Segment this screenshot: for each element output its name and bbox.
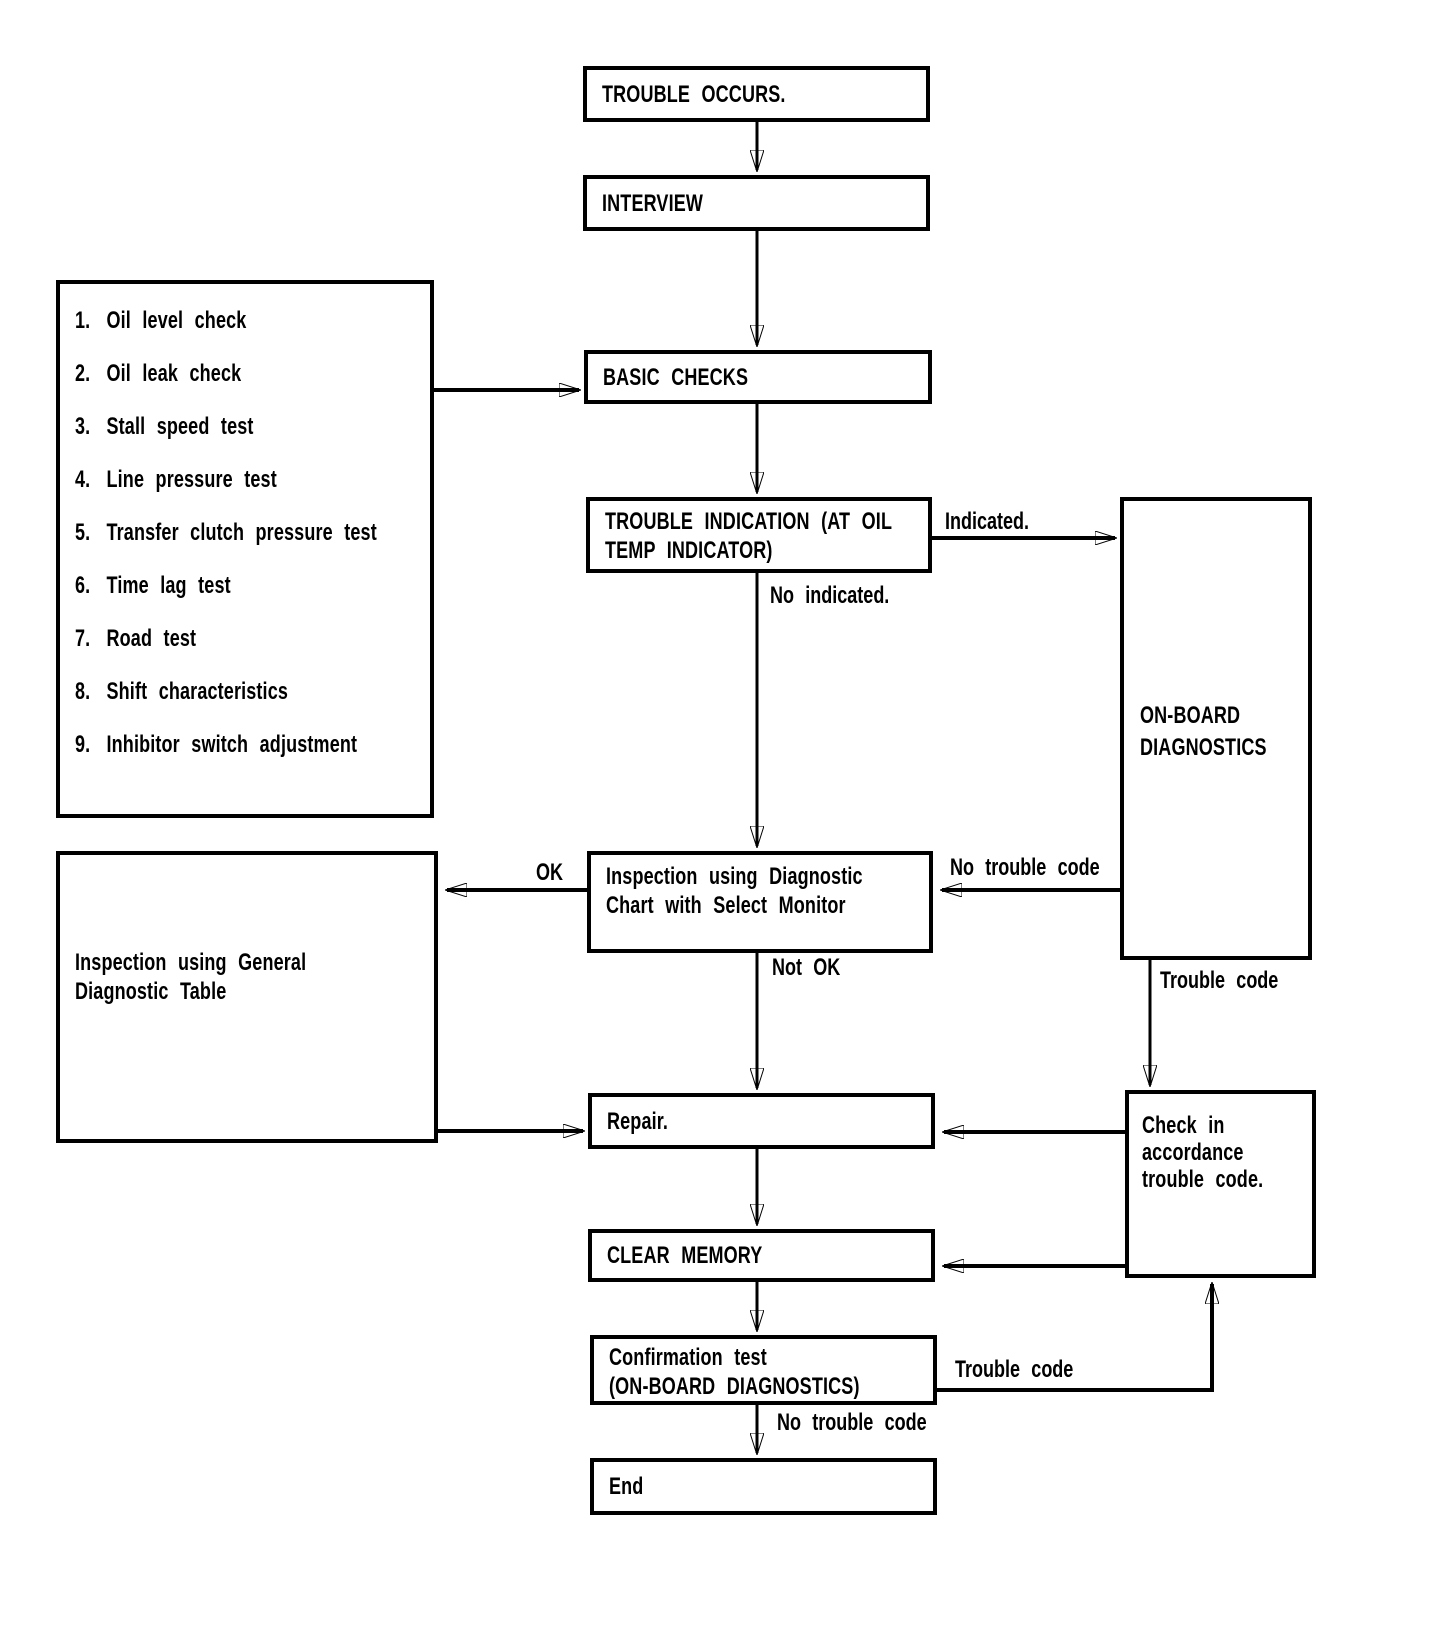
edge-label-ok: OK <box>536 859 563 886</box>
node-end: End <box>590 1458 937 1515</box>
list-item: 3.Stall speed test <box>75 413 254 440</box>
node-inspection-general-table: Inspection using General Diagnostic Tabl… <box>56 851 438 1143</box>
node-clear-memory: CLEAR MEMORY <box>588 1229 935 1282</box>
node-basic-checks: BASIC CHECKS <box>584 350 932 404</box>
node-label: ON-BOARD DIAGNOSTICS <box>1140 702 1267 761</box>
edge-label-trouble-code: Trouble code <box>1160 967 1279 994</box>
edge-label-no-trouble-code: No trouble code <box>777 1409 927 1436</box>
list-item: 8.Shift characteristics <box>75 678 289 705</box>
node-repair: Repair. <box>588 1093 935 1149</box>
node-label: INTERVIEW <box>602 189 704 217</box>
node-label: TROUBLE OCCURS. <box>602 80 786 108</box>
node-label: CLEAR MEMORY <box>607 1242 763 1269</box>
edge-label-not-ok: Not OK <box>772 954 841 981</box>
node-label: Check in accordance trouble code. <box>1142 1112 1264 1193</box>
list-item: 4.Line pressure test <box>75 466 277 493</box>
node-interview: INTERVIEW <box>583 175 930 231</box>
node-check-accordance-trouble-code: Check in accordance trouble code. <box>1125 1090 1316 1278</box>
edge-confirmation-to-check <box>937 1284 1212 1392</box>
checklist-items: 1.Oil level check 2.Oil leak check 3.Sta… <box>75 307 377 758</box>
node-confirmation-test: Confirmation test (ON-BOARD DIAGNOSTICS) <box>590 1335 937 1405</box>
edge-label-no-trouble-code: No trouble code <box>950 854 1100 881</box>
edge-label-trouble-code: Trouble code <box>955 1356 1074 1383</box>
node-label: Inspection using General Diagnostic Tabl… <box>75 949 307 1005</box>
list-item: 5.Transfer clutch pressure test <box>75 519 377 546</box>
list-item: 9.Inhibitor switch adjustment <box>75 731 358 758</box>
node-label: End <box>609 1473 644 1500</box>
edge-label-no-indicated: No indicated. <box>770 582 890 609</box>
node-trouble-occurs: TROUBLE OCCURS. <box>583 66 930 122</box>
node-label: Repair. <box>607 1107 669 1135</box>
list-item: 7.Road test <box>75 625 197 652</box>
list-item: 6.Time lag test <box>75 572 231 599</box>
node-trouble-indication: TROUBLE INDICATION (AT OIL TEMP INDICATO… <box>586 497 932 573</box>
node-inspection-select-monitor: Inspection using Diagnostic Chart with S… <box>587 851 933 953</box>
edge-label-indicated: Indicated. <box>945 508 1030 535</box>
node-label: Confirmation test (ON-BOARD DIAGNOSTICS) <box>609 1344 860 1400</box>
list-item: 2.Oil leak check <box>75 360 242 387</box>
node-label: BASIC CHECKS <box>603 363 749 391</box>
list-item: 1.Oil level check <box>75 307 247 334</box>
node-label: TROUBLE INDICATION (AT OIL TEMP INDICATO… <box>605 508 893 564</box>
node-label: Inspection using Diagnostic Chart with S… <box>606 863 863 919</box>
node-basic-checks-list: 1.Oil level check 2.Oil leak check 3.Sta… <box>56 280 434 818</box>
node-on-board-diagnostics: ON-BOARD DIAGNOSTICS <box>1120 497 1312 960</box>
